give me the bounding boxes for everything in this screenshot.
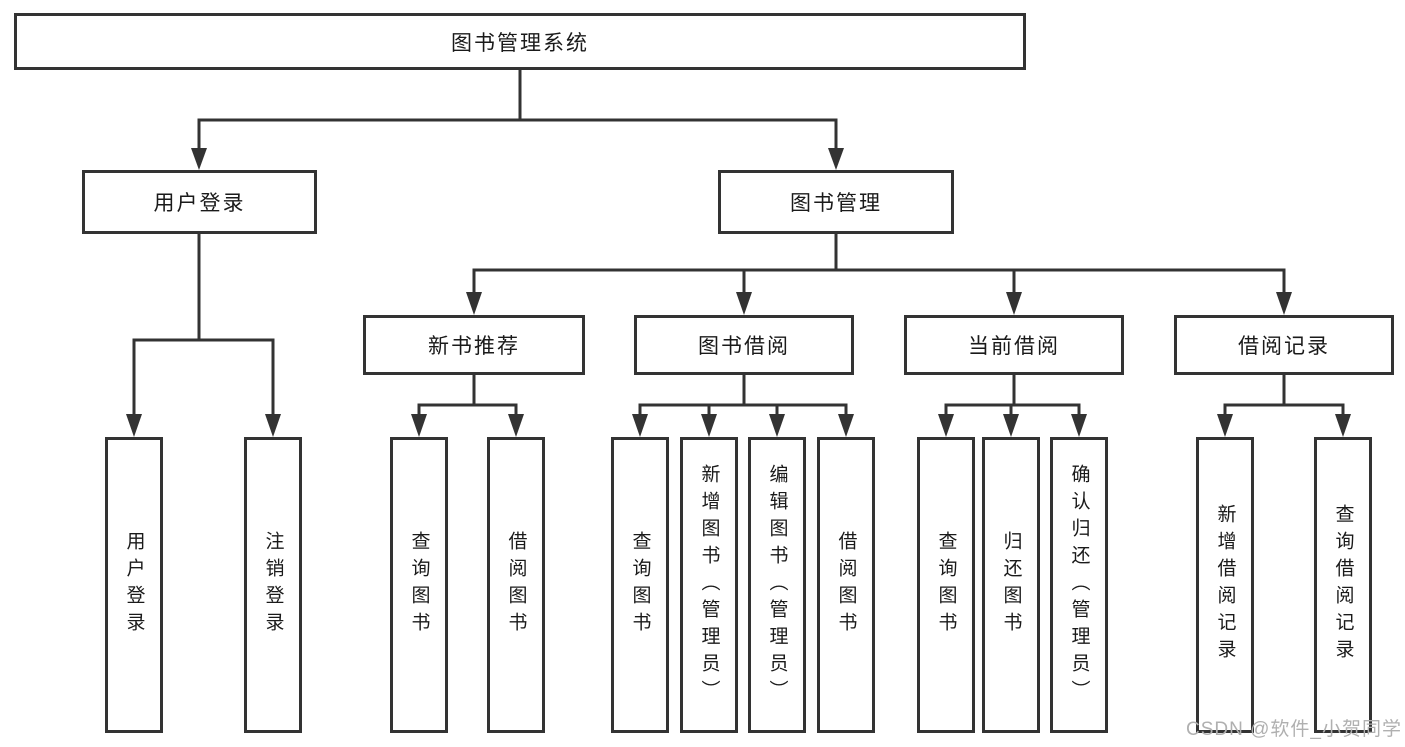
leaf-cb-return-book: 归还图书 [982,437,1040,733]
leaf-cb-confirm-return-admin: 确认归还（管理员） [1050,437,1108,733]
leaf-br-add-record: 新增借阅记录 [1196,437,1254,733]
node-book-borrowing: 图书借阅 [634,315,854,375]
leaf-logout: 注销登录 [244,437,302,733]
node-user-login: 用户登录 [82,170,317,234]
node-root: 图书管理系统 [14,13,1026,70]
leaf-bb-add-book-admin: 新增图书（管理员） [680,437,738,733]
leaf-bb-edit-book-admin: 编辑图书（管理员） [748,437,806,733]
arrowheads [126,148,1351,437]
csdn-watermark: CSDN @软件_小贺同学 [1186,719,1402,740]
leaf-bb-borrow-book: 借阅图书 [817,437,875,733]
node-borrowing-records: 借阅记录 [1174,315,1394,375]
leaf-rec-query-book: 查询图书 [390,437,448,733]
leaf-user-login: 用户登录 [105,437,163,733]
node-current-borrowing: 当前借阅 [904,315,1124,375]
node-book-management: 图书管理 [718,170,954,234]
leaf-rec-borrow-book: 借阅图书 [487,437,545,733]
leaf-cb-query-book: 查询图书 [917,437,975,733]
leaf-bb-query-book: 查询图书 [611,437,669,733]
node-new-book-recommendation: 新书推荐 [363,315,585,375]
leaf-br-query-record: 查询借阅记录 [1314,437,1372,733]
